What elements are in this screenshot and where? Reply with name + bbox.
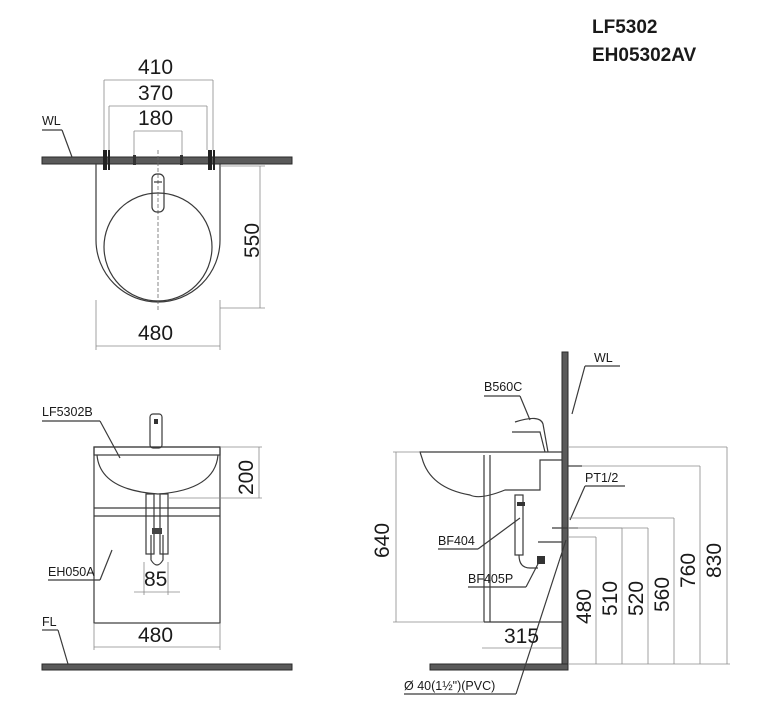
dim-315: 315 — [504, 625, 540, 648]
cabinet-model-label: EH050A — [48, 565, 95, 579]
basin-model-label: LF5302B — [42, 405, 93, 419]
dim-370: 370 — [138, 82, 174, 105]
dim-height-760: 760 — [677, 552, 700, 588]
model-title-set: EH05302AV — [592, 45, 697, 66]
pipe-spec-label: Ø 40(1½")(PVC) — [404, 679, 496, 693]
drain-model-label: BF404 — [438, 534, 475, 548]
wall-side — [561, 351, 569, 671]
dim-200: 200 — [235, 459, 258, 495]
dim-height-830: 830 — [703, 542, 726, 578]
dim-480-front: 480 — [138, 624, 174, 647]
floor-side — [429, 663, 569, 671]
wall-line-label: WL — [42, 114, 61, 128]
wall-line-top — [41, 156, 293, 165]
dim-85: 85 — [144, 568, 168, 591]
dim-height-560: 560 — [651, 576, 674, 612]
dim-640: 640 — [371, 522, 394, 558]
floor-line-label: FL — [42, 615, 57, 629]
front-view — [41, 413, 293, 671]
side-view — [393, 351, 730, 695]
dim-height-510: 510 — [599, 580, 622, 616]
floor-line — [41, 663, 293, 671]
dim-180: 180 — [138, 107, 174, 130]
model-title-basin: LF5302 — [592, 17, 658, 38]
wall-line-label-side: WL — [594, 351, 613, 365]
dim-410: 410 — [138, 56, 174, 79]
dim-height-480: 480 — [573, 588, 596, 624]
top-view — [41, 79, 293, 350]
faucet-model-label: B560C — [484, 380, 523, 394]
trap-model-label: BF405P — [468, 572, 514, 586]
dim-550: 550 — [241, 222, 264, 258]
dim-480-top: 480 — [138, 322, 174, 345]
dim-height-520: 520 — [625, 580, 648, 616]
supply-label: PT1/2 — [585, 471, 619, 485]
